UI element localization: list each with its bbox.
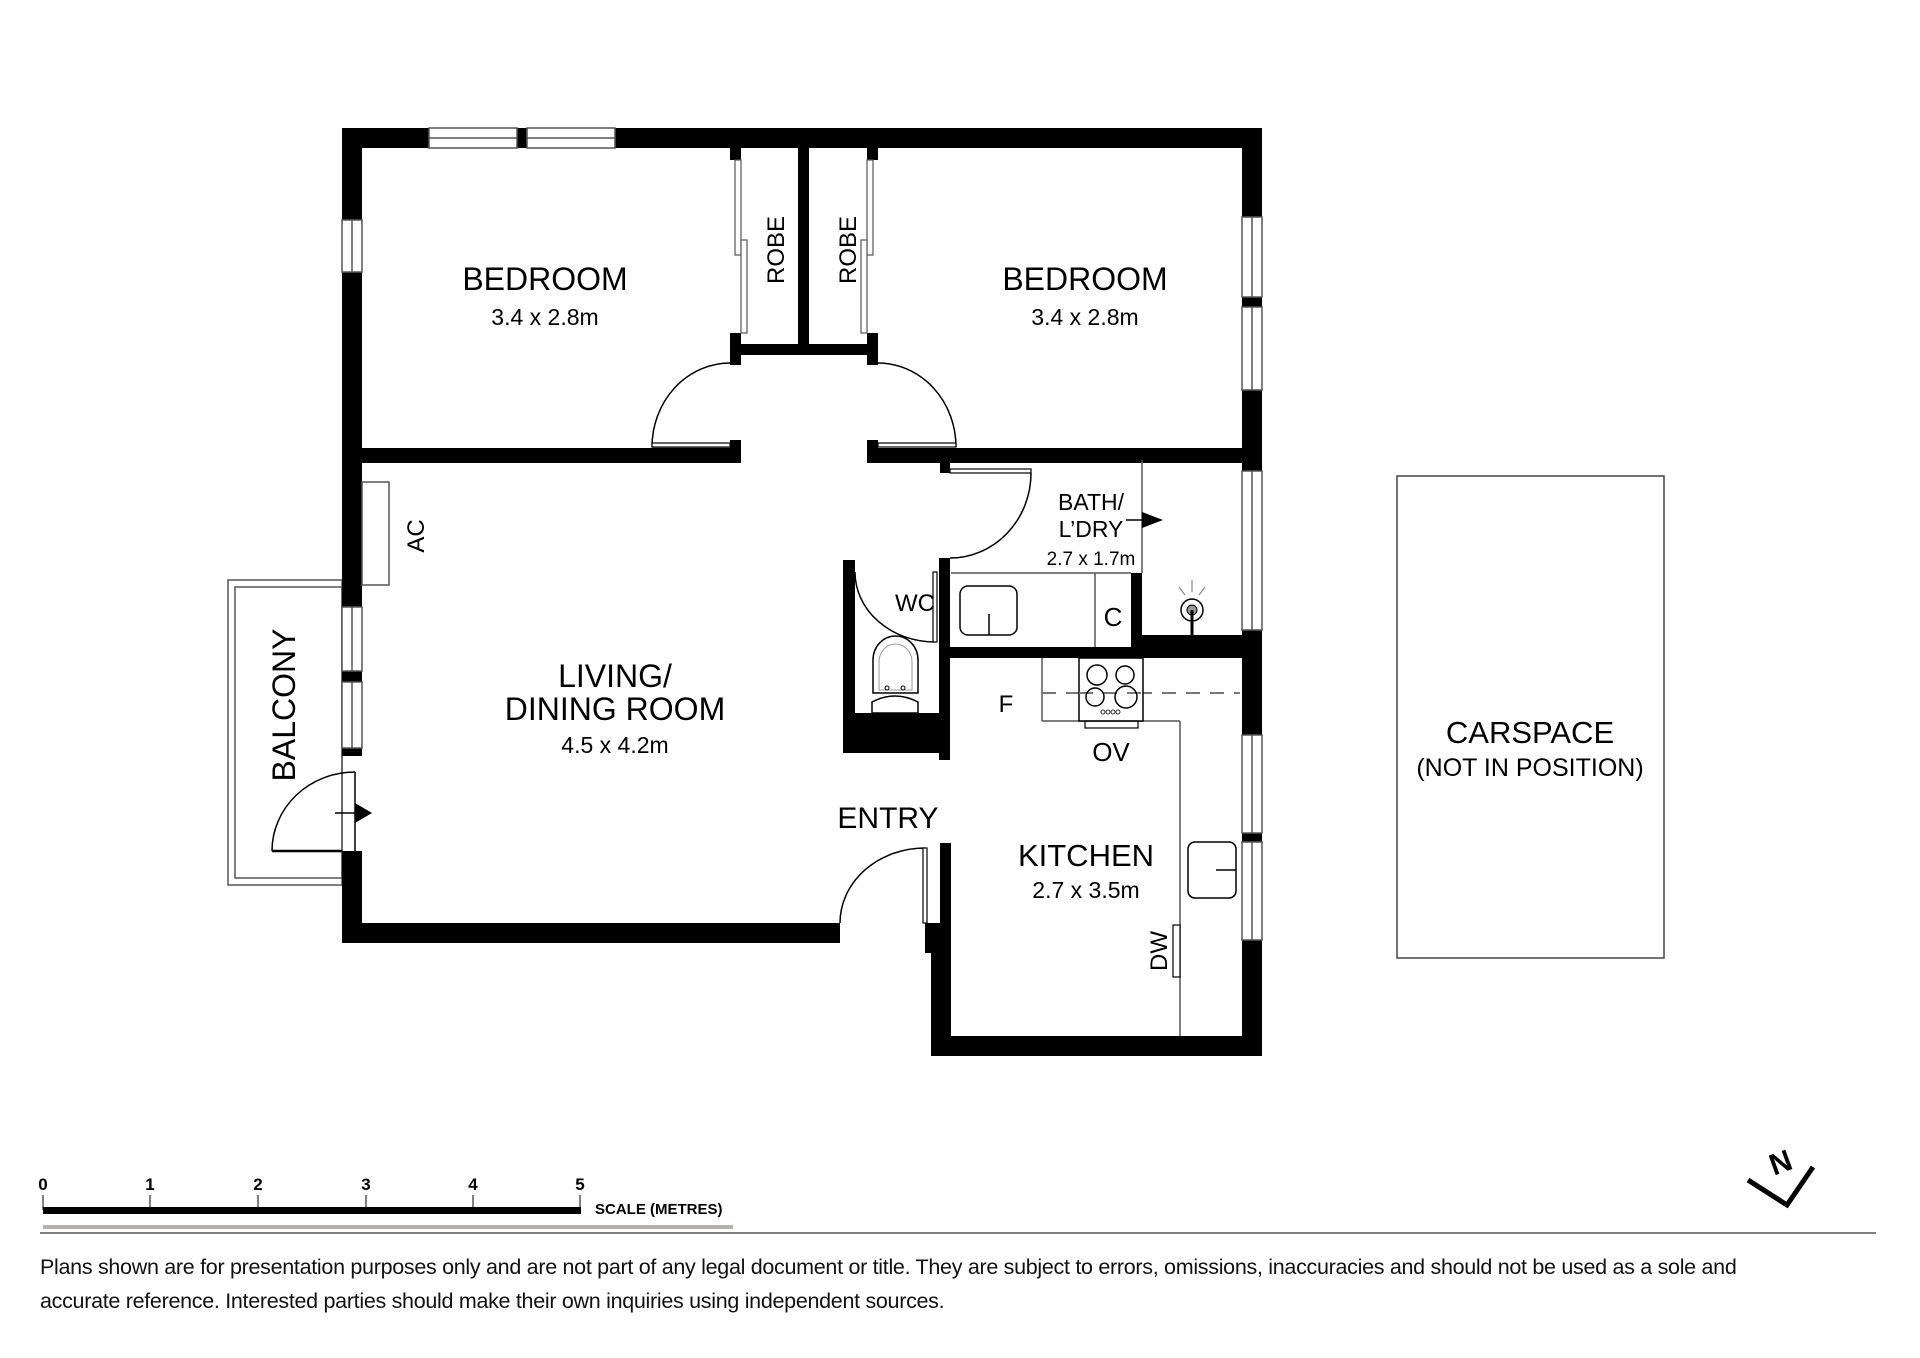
- disclaimer-line-1: Plans shown are for presentation purpose…: [40, 1255, 1737, 1279]
- bedroom1-name: BEDROOM: [462, 261, 627, 297]
- cooktop-icon: [1078, 657, 1144, 722]
- fridge-label: F: [999, 691, 1014, 718]
- scale-underline: [43, 1225, 733, 1229]
- door-bedroom-1: [651, 362, 731, 448]
- north-arrow-icon: N: [1746, 1144, 1816, 1209]
- disclaimer-line-2: accurate reference. Interested parties s…: [40, 1289, 945, 1313]
- wc-label: WC: [895, 590, 935, 617]
- living-size: 4.5 x 4.2m: [561, 732, 668, 758]
- dishwasher-label: DW: [1146, 931, 1173, 971]
- scale-tick-0: 0: [38, 1175, 47, 1194]
- door-bedroom-2: [877, 362, 957, 448]
- bath-size: 2.7 x 1.7m: [1047, 549, 1136, 570]
- carspace-name: CARSPACE: [1446, 715, 1614, 750]
- living-name-line2: DINING ROOM: [505, 691, 725, 727]
- door-bath: [949, 468, 1032, 559]
- kitchen-name: KITCHEN: [1018, 838, 1154, 873]
- window: [341, 606, 363, 749]
- fixtures: AC C: [361, 460, 1240, 1036]
- kitchen-size: 2.7 x 3.5m: [1032, 877, 1139, 903]
- carspace: CARSPACE (NOT IN POSITION): [1396, 475, 1665, 959]
- scale-tick-4: 4: [468, 1175, 478, 1194]
- doors: [271, 362, 1032, 924]
- carspace-note: (NOT IN POSITION): [1416, 754, 1643, 782]
- window: [341, 219, 363, 273]
- bath-name-line2: L’DRY: [1059, 516, 1124, 542]
- cupboard-label: C: [1104, 602, 1123, 632]
- robe1-label: ROBE: [763, 216, 790, 284]
- north-label: N: [1765, 1144, 1797, 1182]
- oven-label: OV: [1092, 737, 1130, 767]
- bath-name-line1: BATH/: [1058, 489, 1125, 515]
- window: [1241, 216, 1263, 391]
- room-labels: BEDROOM 3.4 x 2.8m ROBE ROBE BEDROOM 3.4…: [266, 216, 1168, 903]
- arrow-icon: [1142, 512, 1163, 528]
- disclaimer: Plans shown are for presentation purpose…: [40, 1250, 1890, 1318]
- robe2-label: ROBE: [835, 216, 862, 284]
- door-balcony: [271, 771, 372, 853]
- scale-label: SCALE (METRES): [595, 1201, 723, 1218]
- oven: [1084, 720, 1139, 729]
- shower-tap-icon: [1178, 580, 1206, 635]
- balcony-label: BALCONY: [266, 629, 302, 782]
- bedroom1-size: 3.4 x 2.8m: [491, 304, 598, 330]
- scale-tick-2: 2: [253, 1175, 262, 1194]
- ac-unit: [361, 481, 390, 586]
- door-entry: [839, 847, 928, 924]
- ac-label: AC: [403, 519, 430, 552]
- bedroom2-size: 3.4 x 2.8m: [1031, 304, 1138, 330]
- window: [428, 127, 616, 149]
- dishwasher: [1172, 924, 1181, 978]
- windows: [341, 127, 1263, 941]
- window: [1241, 470, 1263, 631]
- door-wc: [854, 571, 938, 643]
- living-name-line1: LIVING/: [558, 658, 672, 694]
- bedroom2-name: BEDROOM: [1002, 261, 1167, 297]
- scale-tick-1: 1: [145, 1175, 154, 1194]
- scale-tick-3: 3: [361, 1175, 370, 1194]
- robe-sliding-doors: [734, 159, 874, 334]
- scale-tick-5: 5: [575, 1175, 584, 1194]
- walls: [342, 128, 1262, 1056]
- toilet-icon: [871, 635, 919, 714]
- entry-label: ENTRY: [837, 802, 938, 835]
- scale-bar: 0 1 2 3 4 5 SCALE (METRES): [38, 1175, 733, 1229]
- window: [1241, 734, 1263, 941]
